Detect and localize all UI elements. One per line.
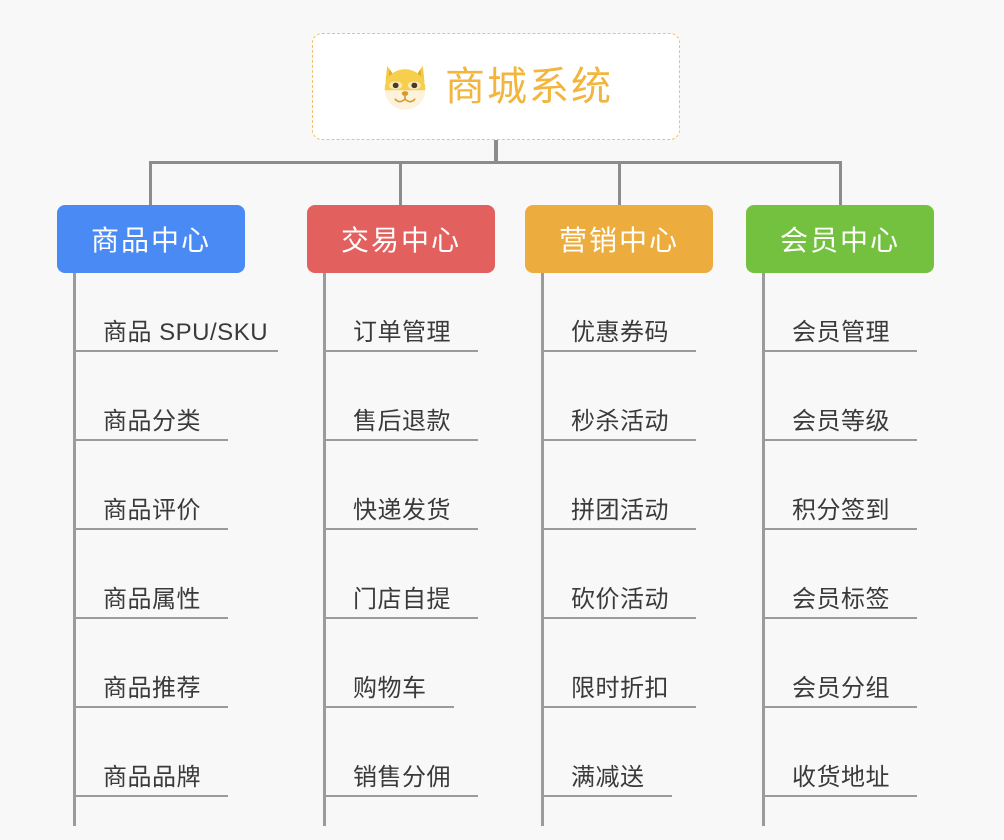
leaf-item[interactable]: 商品 SPU/SKU xyxy=(73,308,278,352)
drop-connector-4 xyxy=(839,161,842,207)
root-stem-connector xyxy=(494,140,498,164)
category-label: 商品中心 xyxy=(90,225,211,256)
category-label: 营销中心 xyxy=(558,225,679,256)
leaf-item[interactable]: 会员管理 xyxy=(762,308,917,352)
category-会员中心[interactable]: 会员中心 xyxy=(746,205,934,273)
leaf-item[interactable]: 限时折扣 xyxy=(541,664,696,708)
leaf-item[interactable]: 商品属性 xyxy=(73,575,228,619)
leaf-item[interactable]: 拼团活动 xyxy=(541,486,696,530)
branch-trunk-4 xyxy=(762,273,765,826)
leaf-item[interactable]: 秒杀活动 xyxy=(541,397,696,441)
category-商品中心[interactable]: 商品中心 xyxy=(57,205,245,273)
leaf-item[interactable]: 订单管理 xyxy=(323,308,478,352)
category-交易中心[interactable]: 交易中心 xyxy=(307,205,495,273)
leaf-item[interactable]: 砍价活动 xyxy=(541,575,696,619)
leaf-item[interactable]: 会员分组 xyxy=(762,664,917,708)
root-node[interactable]: 商城系统 xyxy=(312,33,680,140)
leaf-item[interactable]: 收货地址 xyxy=(762,753,917,797)
leaf-item[interactable]: 积分签到 xyxy=(762,486,917,530)
branch-trunk-1 xyxy=(73,273,76,826)
leaf-item[interactable]: 快递发货 xyxy=(323,486,478,530)
leaf-item[interactable]: 门店自提 xyxy=(323,575,478,619)
leaf-item[interactable]: 售后退款 xyxy=(323,397,478,441)
shiba-dog-face-icon xyxy=(384,65,426,110)
leaf-item[interactable]: 销售分佣 xyxy=(323,753,478,797)
category-label: 交易中心 xyxy=(340,225,461,256)
leaf-item[interactable]: 会员标签 xyxy=(762,575,917,619)
category-营销中心[interactable]: 营销中心 xyxy=(525,205,713,273)
category-label: 会员中心 xyxy=(779,225,900,256)
branch-trunk-2 xyxy=(323,273,326,826)
leaf-item[interactable]: 优惠券码 xyxy=(541,308,696,352)
leaf-item[interactable]: 购物车 xyxy=(323,664,454,708)
leaf-item[interactable]: 商品品牌 xyxy=(73,753,228,797)
drop-connector-2 xyxy=(399,161,402,207)
horizontal-bus-connector xyxy=(150,161,842,164)
leaf-item[interactable]: 会员等级 xyxy=(762,397,917,441)
leaf-item[interactable]: 商品评价 xyxy=(73,486,228,530)
root-label: 商城系统 xyxy=(445,64,613,109)
leaf-item[interactable]: 商品分类 xyxy=(73,397,228,441)
branch-trunk-3 xyxy=(541,273,544,826)
leaf-item[interactable]: 满减送 xyxy=(541,753,672,797)
drop-connector-3 xyxy=(618,161,621,207)
leaf-item[interactable]: 商品推荐 xyxy=(73,664,228,708)
drop-connector-1 xyxy=(149,161,152,207)
